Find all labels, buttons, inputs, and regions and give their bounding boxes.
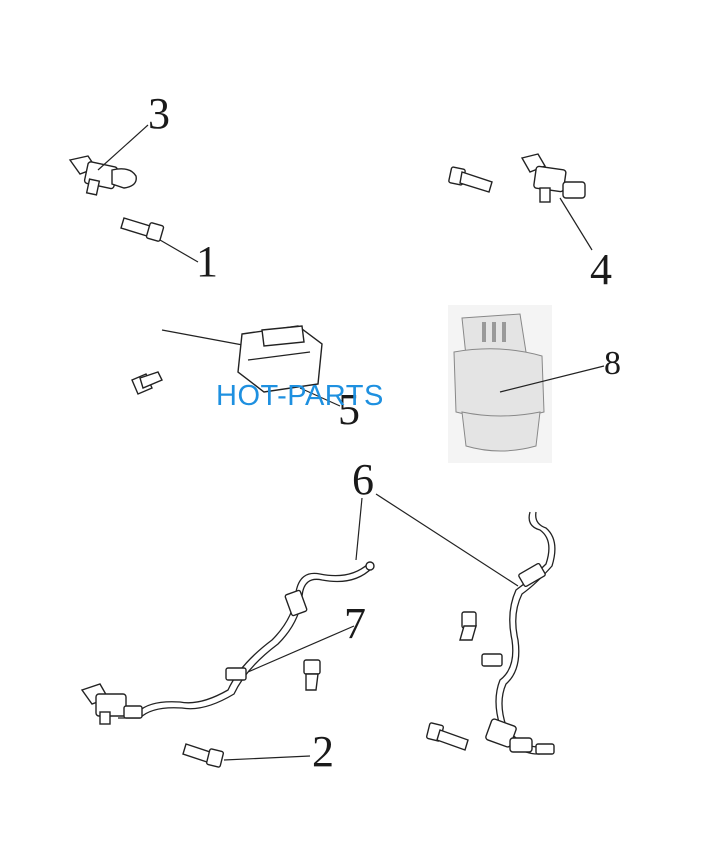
- leader-2: [223, 755, 311, 761]
- leader-6b: [375, 493, 519, 587]
- bolt-part-6-lower: [425, 722, 469, 751]
- speed-sensor-part-4: [520, 153, 586, 203]
- speed-sensor-part-3: [68, 155, 137, 196]
- leader-5: [299, 387, 341, 407]
- bolt-part-7: [303, 659, 321, 691]
- callout-6: 6: [352, 455, 374, 504]
- leader-1: [159, 239, 199, 263]
- leader-3: [97, 124, 149, 171]
- pressure-switch-part-8: [448, 305, 552, 463]
- bolt-part-1: [120, 217, 165, 242]
- bolt-part-2: [182, 743, 225, 768]
- callout-3: 3: [148, 89, 170, 138]
- callout-4: 4: [590, 245, 612, 294]
- wire-harness-part-7: [80, 561, 375, 725]
- bolt-part-5: [131, 371, 163, 395]
- leader-4: [559, 197, 593, 251]
- leader-8: [499, 365, 605, 393]
- leader-6a: [355, 497, 363, 561]
- bolt-part-6-upper: [459, 611, 477, 641]
- callout-1: 1: [196, 237, 218, 286]
- wire-harness-part-6: [481, 511, 556, 755]
- callout-7: 7: [344, 599, 366, 648]
- callout-5: 5: [338, 385, 360, 434]
- callout-2: 2: [312, 727, 334, 776]
- bolt-part-4: [448, 166, 493, 193]
- leader-7: [247, 625, 355, 673]
- watermark: HOT-PARTS: [216, 380, 384, 412]
- sensor-part-5: [161, 325, 323, 393]
- callout-8: 8: [604, 345, 621, 382]
